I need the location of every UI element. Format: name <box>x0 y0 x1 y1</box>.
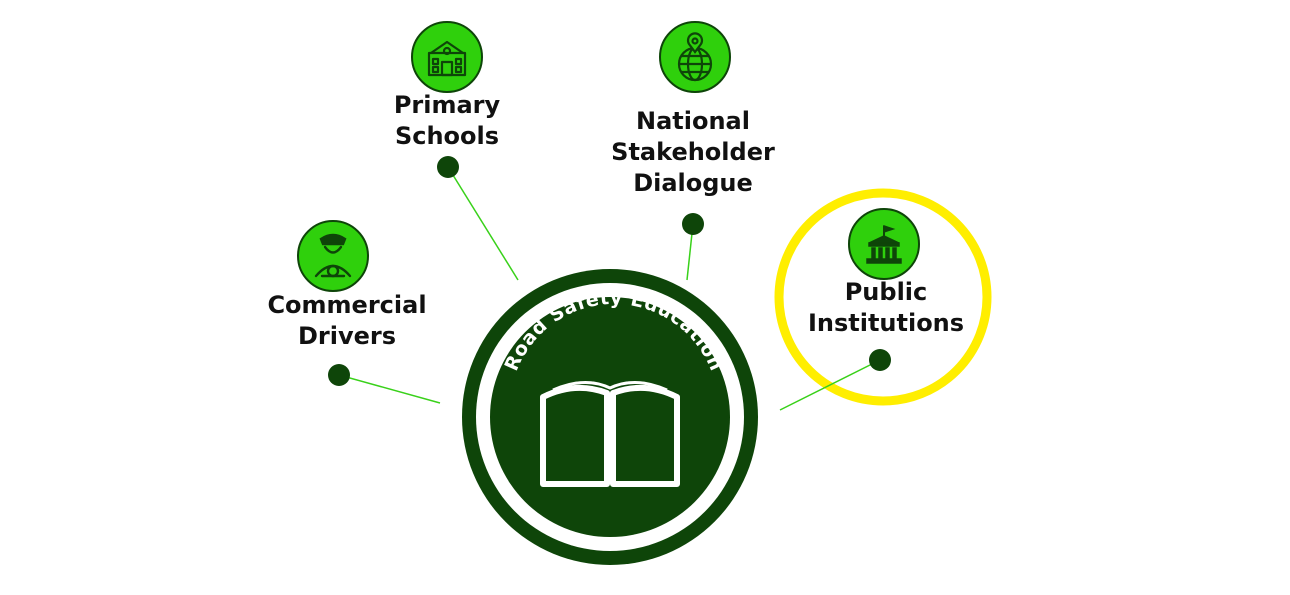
label-national-stakeholder-dialogue: National Stakeholder Dialogue <box>583 106 803 199</box>
label-line: Schools <box>394 122 500 150</box>
globe-pin-icon <box>659 21 731 93</box>
label-line: Institutions <box>807 309 965 337</box>
label-line: National <box>636 107 750 135</box>
dot-commercial-drivers <box>328 364 350 386</box>
connector-public-institutions <box>779 359 881 411</box>
connector-primary-schools <box>447 166 519 281</box>
highlight-ring <box>774 188 992 406</box>
label-line: Dialogue <box>633 169 753 197</box>
label-public-institutions: Public Institutions <box>776 277 996 339</box>
label-line: Public <box>844 278 928 306</box>
dot-national-stakeholder-dialogue <box>682 213 704 235</box>
open-book-icon <box>540 381 680 487</box>
government-building-icon <box>848 208 920 280</box>
dot-public-institutions <box>869 349 891 371</box>
label-line: Primary <box>393 91 501 119</box>
school-building-icon <box>411 21 483 93</box>
connector-commercial-drivers <box>338 374 441 404</box>
label-commercial-drivers: Commercial Drivers <box>237 290 457 352</box>
label-line: Drivers <box>297 322 397 350</box>
driver-icon <box>297 220 369 292</box>
label-line: Commercial <box>267 291 427 319</box>
label-line: Stakeholder <box>611 138 775 166</box>
label-primary-schools: Primary Schools <box>337 90 557 152</box>
dot-primary-schools <box>437 156 459 178</box>
center-badge: Road Safety Education <box>462 269 758 565</box>
